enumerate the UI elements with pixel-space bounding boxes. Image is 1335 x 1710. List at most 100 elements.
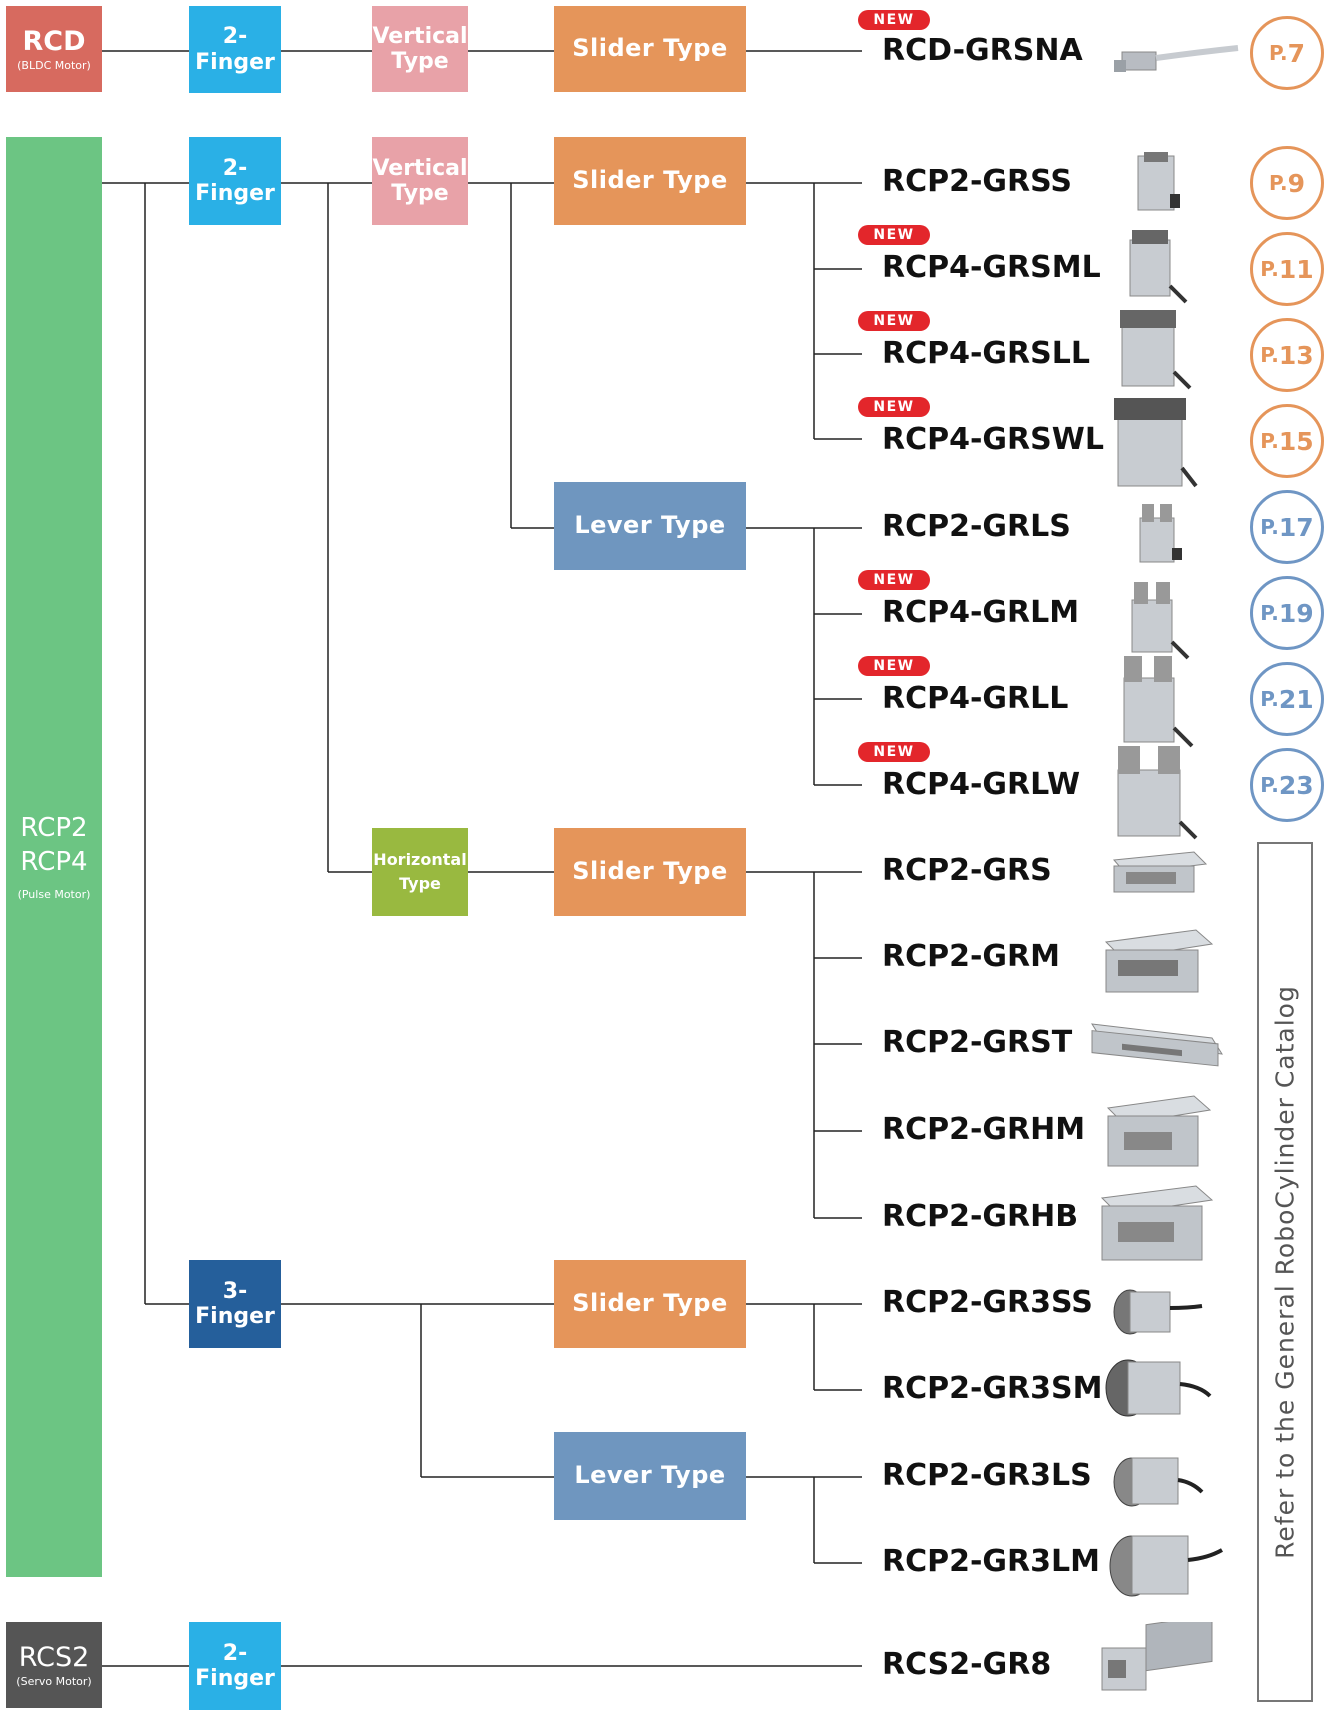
product-image-grsna: [1114, 45, 1239, 72]
page-number: 13: [1278, 340, 1314, 370]
new-badge: NEW: [858, 570, 930, 590]
product-image-gr3sm: [1105, 1359, 1212, 1417]
rcp2-motor-name: RCP2: [20, 812, 88, 843]
lever-type-vertical: Lever Type: [554, 482, 746, 570]
lever-type-3finger: Lever Type: [554, 1432, 746, 1520]
page-ref-circle[interactable]: P.13: [1250, 318, 1324, 392]
page-prefix: P.: [1269, 41, 1288, 65]
page-ref-circle[interactable]: P.17: [1250, 490, 1324, 564]
model-name: RCP4-GRLL: [882, 681, 1069, 716]
new-badge: NEW: [858, 225, 930, 245]
product-image-grs: [1112, 851, 1208, 893]
page-ref-circle[interactable]: P.11: [1250, 232, 1324, 306]
product-image-grst: [1091, 1023, 1223, 1067]
rcp-motor-type: (Pulse Motor): [17, 888, 91, 902]
new-badge: NEW: [858, 742, 930, 762]
rcp4-motor-name: RCP4: [20, 846, 88, 877]
vertical-label-line1: Vertical: [372, 23, 468, 49]
page-prefix: P.: [1260, 601, 1279, 625]
page-ref-circle[interactable]: P.9: [1250, 146, 1324, 220]
new-badge: NEW: [858, 311, 930, 331]
model-name: RCP2-GRSS: [882, 164, 1073, 199]
model-name: RCP2-GRM: [882, 939, 1061, 974]
model-name: RCP2-GR3LM: [882, 1544, 1100, 1579]
new-badge: NEW: [858, 656, 930, 676]
rcs-motor-box: RCS2 (Servo Motor): [6, 1622, 102, 1708]
page-ref-circle[interactable]: P.7: [1250, 16, 1324, 90]
rcs-motor-type: (Servo Motor): [16, 1674, 92, 1688]
slider-type-vertical: Slider Type: [554, 137, 746, 225]
model-name: RCS2-GR8: [882, 1647, 1052, 1682]
product-image-grhb: [1100, 1185, 1214, 1261]
product-image-gr3ss: [1113, 1289, 1203, 1335]
finger-2-rcd: 2-Finger: [189, 6, 281, 93]
rcd-motor-name: RCD: [22, 25, 86, 57]
model-name: RCP2-GRHB: [882, 1199, 1079, 1234]
vertical-label-line2: Type: [391, 49, 449, 74]
model-name: RCP2-GR3LS: [882, 1458, 1092, 1493]
model-name: RCP2-GR3SS: [882, 1285, 1093, 1320]
page-number: 11: [1278, 254, 1314, 284]
page-ref-circle[interactable]: P.21: [1250, 662, 1324, 736]
finger-2-rcs: 2-Finger: [189, 1622, 281, 1710]
product-image-gr3lm: [1109, 1535, 1223, 1597]
page-number: 15: [1278, 426, 1314, 456]
new-badge: NEW: [858, 10, 930, 30]
product-image-grls: [1139, 504, 1182, 563]
product-image-grsll: [1120, 310, 1192, 390]
slider-type-rcd: Slider Type: [554, 6, 746, 92]
rcd-motor-box: RCD (BLDC Motor): [6, 6, 102, 92]
product-image-gr8: [1101, 1622, 1213, 1691]
reference-note-box: Refer to the General RoboCylinder Catalo…: [1257, 842, 1313, 1702]
model-name: RCP2-GRLS: [882, 509, 1071, 544]
vertical-label-line2: Type: [391, 181, 449, 206]
model-name: RCP4-GRSML: [882, 250, 1101, 285]
model-name: RCP2-GR3SM: [882, 1371, 1103, 1406]
product-image-grm: [1104, 929, 1214, 993]
horizontal-type-rcp: Horizontal Type: [372, 828, 468, 916]
page-ref-circle[interactable]: P.19: [1250, 576, 1324, 650]
page-prefix: P.: [1260, 429, 1279, 453]
finger-3-rcp: 3-Finger: [189, 1260, 281, 1348]
product-image-grsml: [1129, 230, 1188, 304]
product-image-gr3ls: [1113, 1457, 1204, 1507]
page-number: 17: [1278, 512, 1314, 542]
new-badge: NEW: [858, 397, 930, 417]
page-prefix: P.: [1260, 773, 1279, 797]
reference-note-text: Refer to the General RoboCylinder Catalo…: [1270, 985, 1300, 1559]
model-name: RCP4-GRSLL: [882, 336, 1090, 371]
rcd-motor-type: (BLDC Motor): [17, 58, 91, 72]
product-image-grlw: [1117, 746, 1198, 840]
slider-type-3finger: Slider Type: [554, 1260, 746, 1348]
rcs-motor-name: RCS2: [18, 1641, 90, 1673]
page-prefix: P.: [1269, 171, 1288, 195]
model-name: RCP4-GRSWL: [882, 422, 1104, 457]
product-image-grss: [1137, 152, 1180, 211]
model-name: RCP2-GRST: [882, 1025, 1073, 1060]
product-image-grhm: [1106, 1095, 1212, 1167]
vertical-type-rcd: Vertical Type: [372, 6, 468, 92]
finger-2-rcp: 2-Finger: [189, 137, 281, 225]
model-name: RCP4-GRLM: [882, 595, 1080, 630]
page-number: 7: [1287, 38, 1305, 68]
product-image-grll: [1123, 656, 1194, 748]
page-ref-circle[interactable]: P.23: [1250, 748, 1324, 822]
page-prefix: P.: [1260, 515, 1279, 539]
page-number: 9: [1287, 168, 1305, 198]
page-number: 23: [1278, 770, 1314, 800]
vertical-label-line1: Vertical: [372, 155, 468, 181]
page-prefix: P.: [1260, 687, 1279, 711]
page-number: 19: [1278, 598, 1314, 628]
product-image-grswl: [1114, 398, 1198, 488]
page-number: 21: [1278, 684, 1314, 714]
page-prefix: P.: [1260, 343, 1279, 367]
horizontal-label-line1: Horizontal: [373, 849, 467, 869]
model-name: RCP4-GRLW: [882, 767, 1081, 802]
page-ref-circle[interactable]: P.15: [1250, 404, 1324, 478]
slider-type-horizontal: Slider Type: [554, 828, 746, 916]
product-image-grlm: [1131, 582, 1190, 660]
vertical-type-rcp: Vertical Type: [372, 137, 468, 225]
page-prefix: P.: [1260, 257, 1279, 281]
model-name: RCP2-GRS: [882, 853, 1052, 888]
